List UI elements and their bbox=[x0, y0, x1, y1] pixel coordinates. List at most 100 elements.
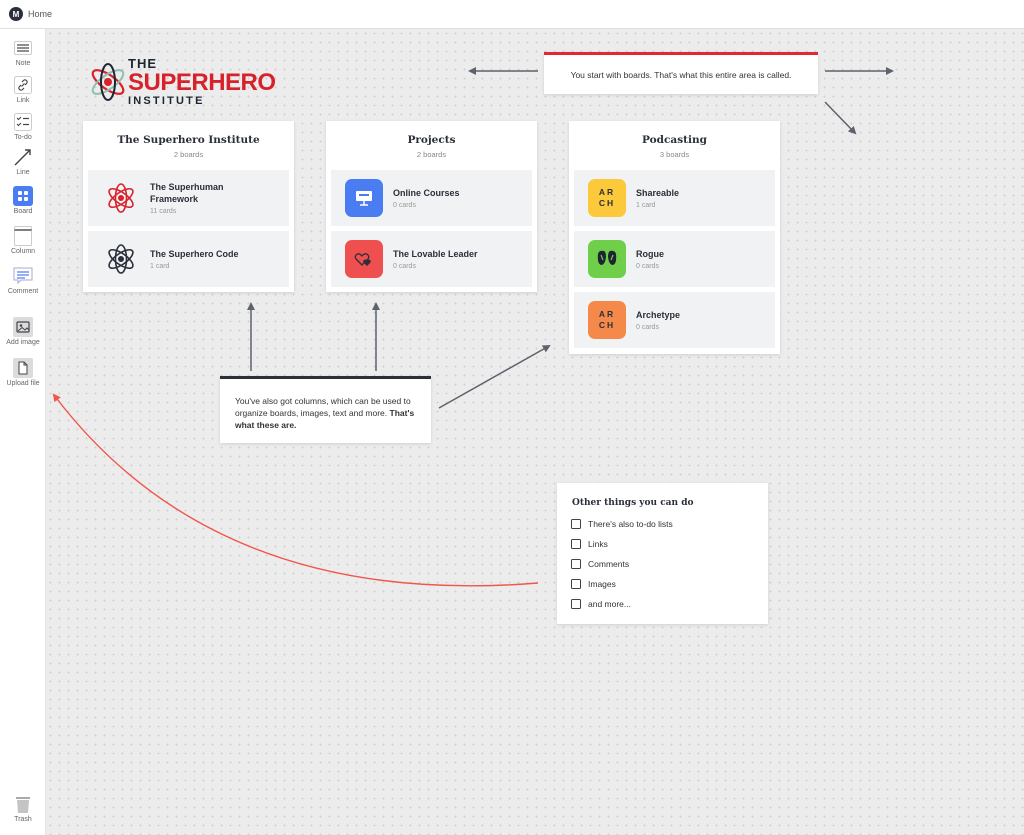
atom-red-icon bbox=[102, 179, 140, 217]
brand-line-3: INSTITUTE bbox=[128, 95, 205, 107]
atom-logo-icon bbox=[91, 63, 125, 101]
board-card-count: 11 cards bbox=[150, 208, 177, 215]
add-image-icon bbox=[13, 317, 33, 337]
board-name: Shareable bbox=[636, 188, 680, 198]
line-icon bbox=[13, 147, 33, 167]
tool-label: To-do bbox=[14, 134, 32, 141]
tile-line: CH bbox=[598, 198, 616, 208]
board-name: The Lovable Leader bbox=[393, 249, 478, 259]
board-name: Online Courses bbox=[393, 188, 460, 198]
board-name: Rogue bbox=[636, 249, 664, 259]
comment-icon bbox=[13, 266, 33, 286]
column-title: The Superhero Institute bbox=[117, 134, 260, 146]
column-superhero-institute[interactable]: The Superhero Institute 2 boards The Sup… bbox=[83, 121, 294, 292]
app-logo-icon[interactable]: M bbox=[9, 7, 23, 21]
todo-title: Other things you can do bbox=[572, 498, 694, 508]
link-icon bbox=[13, 75, 33, 95]
board-card-count: 1 card bbox=[636, 202, 656, 209]
column-projects[interactable]: Projects 2 boards Online Courses 0 cards… bbox=[326, 121, 537, 292]
tool-label: Link bbox=[16, 97, 30, 104]
column-title: Podcasting bbox=[642, 134, 707, 146]
todo-item-text: and more... bbox=[588, 599, 631, 609]
board-card-count: 0 cards bbox=[393, 202, 416, 209]
arrow-down-right-from-boards-note[interactable] bbox=[824, 101, 857, 135]
todo-item-text: Images bbox=[588, 579, 616, 589]
board-name: The Superhero Code bbox=[150, 249, 239, 259]
brand-line-1: THE bbox=[128, 56, 157, 71]
tool-label: Upload file bbox=[6, 380, 40, 387]
tool-board[interactable]: Board bbox=[0, 186, 46, 215]
presentation-icon bbox=[345, 179, 383, 217]
superhero-institute-logo: THE SUPERHERO INSTITUTE bbox=[88, 57, 288, 109]
todo-item-text: There's also to-do lists bbox=[588, 519, 673, 529]
board-online-courses[interactable]: Online Courses 0 cards bbox=[331, 170, 532, 226]
column-board-count: 3 boards bbox=[659, 150, 690, 159]
trash-button[interactable]: Trash bbox=[0, 794, 46, 823]
tool-label: Column bbox=[10, 248, 36, 255]
arrows-layer bbox=[52, 67, 894, 587]
boards-explainer-note[interactable]: You start with boards. That's what this … bbox=[544, 52, 818, 94]
board-card-count: 0 cards bbox=[636, 263, 659, 270]
checkbox[interactable] bbox=[571, 539, 581, 549]
rogue-icon bbox=[588, 240, 626, 278]
tool-note[interactable]: Note bbox=[0, 38, 46, 67]
board-card-count: 0 cards bbox=[393, 263, 416, 270]
board-superhero-code[interactable]: The Superhero Code 1 card bbox=[88, 231, 289, 287]
board-card-count: 1 card bbox=[150, 263, 170, 270]
todo-icon bbox=[13, 112, 33, 132]
columns-explainer-note[interactable]: You've also got columns, which can be us… bbox=[220, 376, 431, 443]
todo-item[interactable]: There's also to-do lists bbox=[571, 519, 673, 529]
todo-list[interactable]: Other things you can do There's also to-… bbox=[557, 483, 768, 624]
arrow-to-column-3[interactable] bbox=[438, 345, 551, 409]
tool-comment[interactable]: Comment bbox=[0, 266, 46, 295]
breadcrumb-home[interactable]: Home bbox=[28, 9, 53, 19]
todo-item-text: Links bbox=[588, 539, 608, 549]
tool-line[interactable]: Line bbox=[0, 147, 46, 176]
board-superhuman-framework[interactable]: The Superhuman Framework 11 cards bbox=[88, 170, 289, 226]
atom-dark-icon bbox=[102, 240, 140, 278]
curved-arrow-to-sidebar[interactable] bbox=[52, 393, 539, 587]
tool-column[interactable]: Column bbox=[0, 226, 46, 255]
checkbox[interactable] bbox=[571, 519, 581, 529]
columns-note-text: You've also got columns, which can be us… bbox=[235, 396, 411, 418]
todo-item[interactable]: Links bbox=[571, 539, 608, 549]
todo-item[interactable]: Images bbox=[571, 579, 616, 589]
trash-label: Trash bbox=[14, 816, 32, 823]
tool-label: Add image bbox=[6, 339, 40, 346]
top-bar: M Home bbox=[0, 0, 1024, 29]
brand-line-2: SUPERHERO bbox=[128, 69, 276, 96]
column-icon bbox=[13, 226, 33, 246]
tile-line: AR bbox=[598, 309, 616, 319]
column-board-count: 2 boards bbox=[173, 150, 204, 159]
tool-label: Comment bbox=[7, 288, 39, 295]
tile-line: AR bbox=[598, 187, 616, 197]
tool-link[interactable]: Link bbox=[0, 75, 46, 104]
todo-item-text: Comments bbox=[588, 559, 630, 569]
columns-note-bold-text: That's what these are. bbox=[235, 408, 415, 430]
column-title: Projects bbox=[407, 134, 456, 146]
tool-add-image[interactable]: Add image bbox=[0, 317, 46, 346]
tool-upload-file[interactable]: Upload file bbox=[0, 358, 46, 387]
tool-label: Line bbox=[16, 169, 30, 176]
board-canvas[interactable]: THE SUPERHERO INSTITUTE You start with b… bbox=[46, 29, 1024, 835]
todo-item[interactable]: Comments bbox=[571, 559, 629, 569]
board-icon bbox=[13, 186, 33, 206]
boards-note-text: You start with boards. That's what this … bbox=[570, 70, 792, 80]
todo-item[interactable]: and more... bbox=[571, 599, 631, 609]
board-name: Archetype bbox=[636, 310, 681, 320]
checkbox[interactable] bbox=[571, 599, 581, 609]
checkbox[interactable] bbox=[571, 579, 581, 589]
tool-todo[interactable]: To-do bbox=[0, 112, 46, 141]
tool-sidebar: Note Link To-do Line Board Column Comm bbox=[0, 29, 46, 835]
board-name: The Superhuman Framework bbox=[150, 182, 224, 204]
board-rogue[interactable]: Rogue 0 cards bbox=[574, 231, 775, 287]
column-board-count: 2 boards bbox=[416, 150, 447, 159]
checkbox[interactable] bbox=[571, 559, 581, 569]
board-lovable-leader[interactable]: The Lovable Leader 0 cards bbox=[331, 231, 532, 287]
upload-file-icon bbox=[13, 358, 33, 378]
